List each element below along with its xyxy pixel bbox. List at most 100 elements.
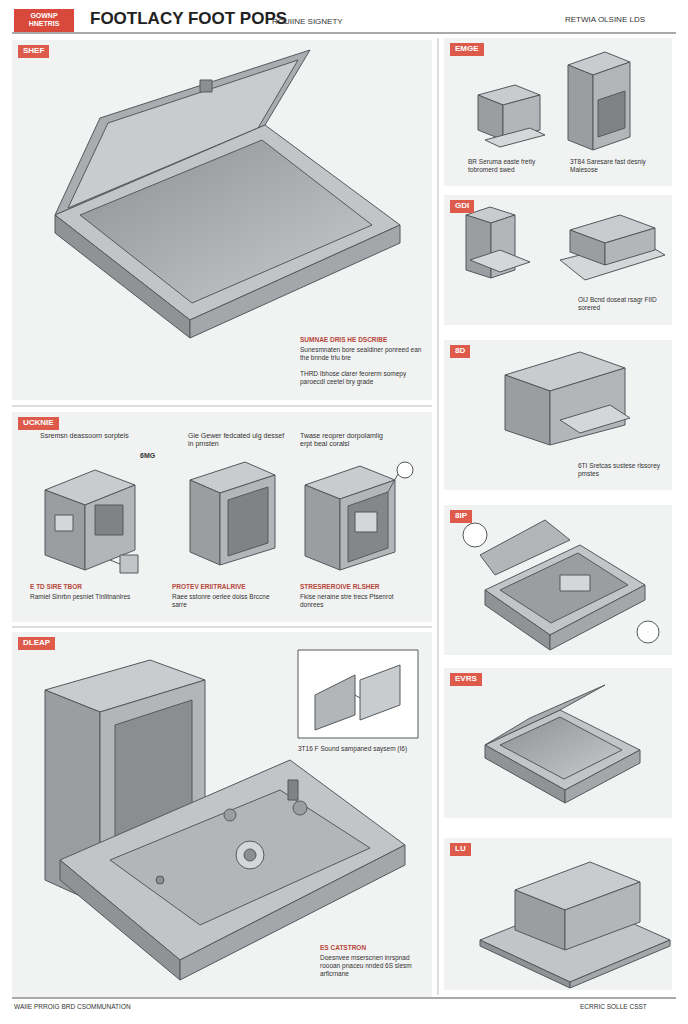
side-figures (560, 575, 590, 591)
step-caption: Fkise neraine stre trecs Ptsenrot donree… (300, 593, 418, 609)
step-heading: Gie Gewer fedcated ulg dessef in prnsten (188, 432, 288, 449)
note-text: Doesnvee mserscnen inrspnad roooan pnace… (320, 954, 420, 977)
panel-tag: 8IP (450, 510, 472, 523)
step-heading: Twase reoprer dorpolamlig erpt beal cora… (300, 432, 395, 449)
side-figures (485, 685, 605, 745)
figure-caption: 3T84 Saresare fast desniy Maiesose (570, 158, 668, 174)
callout-number: 6MG (140, 452, 164, 460)
side-figures (480, 940, 570, 988)
side-figures (598, 91, 625, 137)
panel-grounds (12, 38, 672, 997)
step-boxes (45, 490, 85, 570)
step-boxes (305, 485, 340, 570)
panel-grounds (12, 40, 432, 400)
figure-caption: BR Seruma easte fretiy tobromerd swed (468, 158, 563, 174)
cabinet-assembly (355, 695, 360, 698)
cabinet-assembly (156, 876, 164, 884)
panel-tag: LU (450, 843, 471, 856)
side-figures (515, 890, 565, 950)
cabinet-assembly (298, 650, 418, 738)
note-heading: ES CATSTRON (320, 944, 420, 952)
open-case (55, 50, 400, 338)
note-text: Sunesmnaten bore sealdiner ponreed ean t… (300, 346, 425, 362)
side-figures (593, 62, 630, 150)
step-boxes (110, 560, 120, 564)
step-caption: Ramiel Sinrbn pesniet Tlnlitnanlres (30, 593, 140, 601)
panel-tag: SHEF (18, 45, 49, 58)
subtitle: ROUIINE SIGNETY (272, 17, 382, 27)
step-boxes (190, 480, 220, 565)
side-figures (505, 375, 550, 445)
panel: LU (444, 838, 672, 990)
panel-tag: UCKNIE (18, 417, 59, 430)
side-figures (568, 65, 593, 150)
panel: DLEAP (12, 632, 432, 997)
step-boxes (340, 480, 395, 570)
step-boxes (388, 474, 398, 492)
step-boxes (397, 462, 413, 478)
cabinet-assembly (236, 841, 264, 869)
step-boxes (120, 555, 138, 573)
step-boxes (348, 492, 388, 562)
footer-text: WAIIE PRROIG BRD CSOMMUNATION (14, 1003, 214, 1011)
step-boxes (45, 462, 413, 573)
step-caption: Raee sstonre oerlee doiss Brccne sarre (172, 593, 284, 609)
rules (438, 38, 439, 995)
cabinet-assembly (60, 860, 180, 980)
footer-text: ECRRIC SOLLE CSST (580, 1003, 676, 1011)
open-case (200, 80, 212, 92)
step-boxes (55, 515, 73, 531)
step-title: PROTEV ERIITRALRIVE (172, 583, 284, 591)
panel: UCKNIE (12, 412, 432, 622)
rules (12, 406, 432, 407)
step-boxes (355, 512, 377, 532)
side-figures (478, 95, 503, 140)
side-figures (480, 520, 570, 575)
side-figures (570, 940, 670, 988)
logo-text: GOWNP HNETRIS (14, 9, 74, 32)
rules (12, 627, 432, 628)
note-text: THRD Ibhose clarer feorerm somepy paroec… (300, 370, 425, 386)
panel: 8IP (444, 505, 672, 655)
panel-tag: GDI (450, 200, 474, 213)
figure-caption: OIJ Bcnd doseat rsagr FIID sorered (578, 296, 668, 312)
panel-grounds (444, 340, 672, 490)
side-figures (570, 230, 605, 265)
rules (12, 33, 676, 34)
cabinet-assembly (45, 650, 418, 980)
note-heading: SUMNAE DRIS HE DSCRIBE (300, 336, 425, 344)
cabinet-assembly (360, 665, 400, 720)
side-figures (485, 128, 545, 147)
step-boxes (95, 505, 123, 535)
step-heading: Ssremsn deassoorn sorptels (40, 432, 135, 440)
cabinet-assembly (110, 790, 370, 925)
panel-tag: 8D (450, 345, 470, 358)
side-figures (605, 228, 655, 265)
side-figures (470, 250, 530, 272)
panel-grounds (12, 412, 432, 622)
cabinet-assembly (288, 780, 298, 800)
panel-grounds (444, 838, 672, 990)
inset-caption: 3T16 F Sound sampaned saysem (I6) (298, 745, 423, 753)
panel-tag: EVRS (450, 673, 482, 686)
side-figures (463, 52, 670, 988)
cabinet-assembly (244, 849, 256, 861)
side-figures (463, 523, 487, 547)
panel-grounds (444, 668, 672, 818)
open-case (80, 140, 372, 303)
cabinet-assembly (60, 760, 405, 960)
open-case (55, 125, 400, 320)
side-figures (637, 621, 659, 643)
panel: EVRS (444, 668, 672, 818)
panel-grounds (444, 505, 672, 655)
step-boxes (228, 487, 268, 556)
step-boxes (220, 475, 275, 565)
panel-tag: EMGE (450, 43, 484, 56)
rules (12, 998, 676, 999)
side-figures (466, 215, 491, 278)
figure-caption: 6TI Sretcas sustese rlssorey pmstes (578, 462, 668, 478)
side-figures (565, 882, 640, 950)
cabinet-assembly (315, 675, 355, 730)
